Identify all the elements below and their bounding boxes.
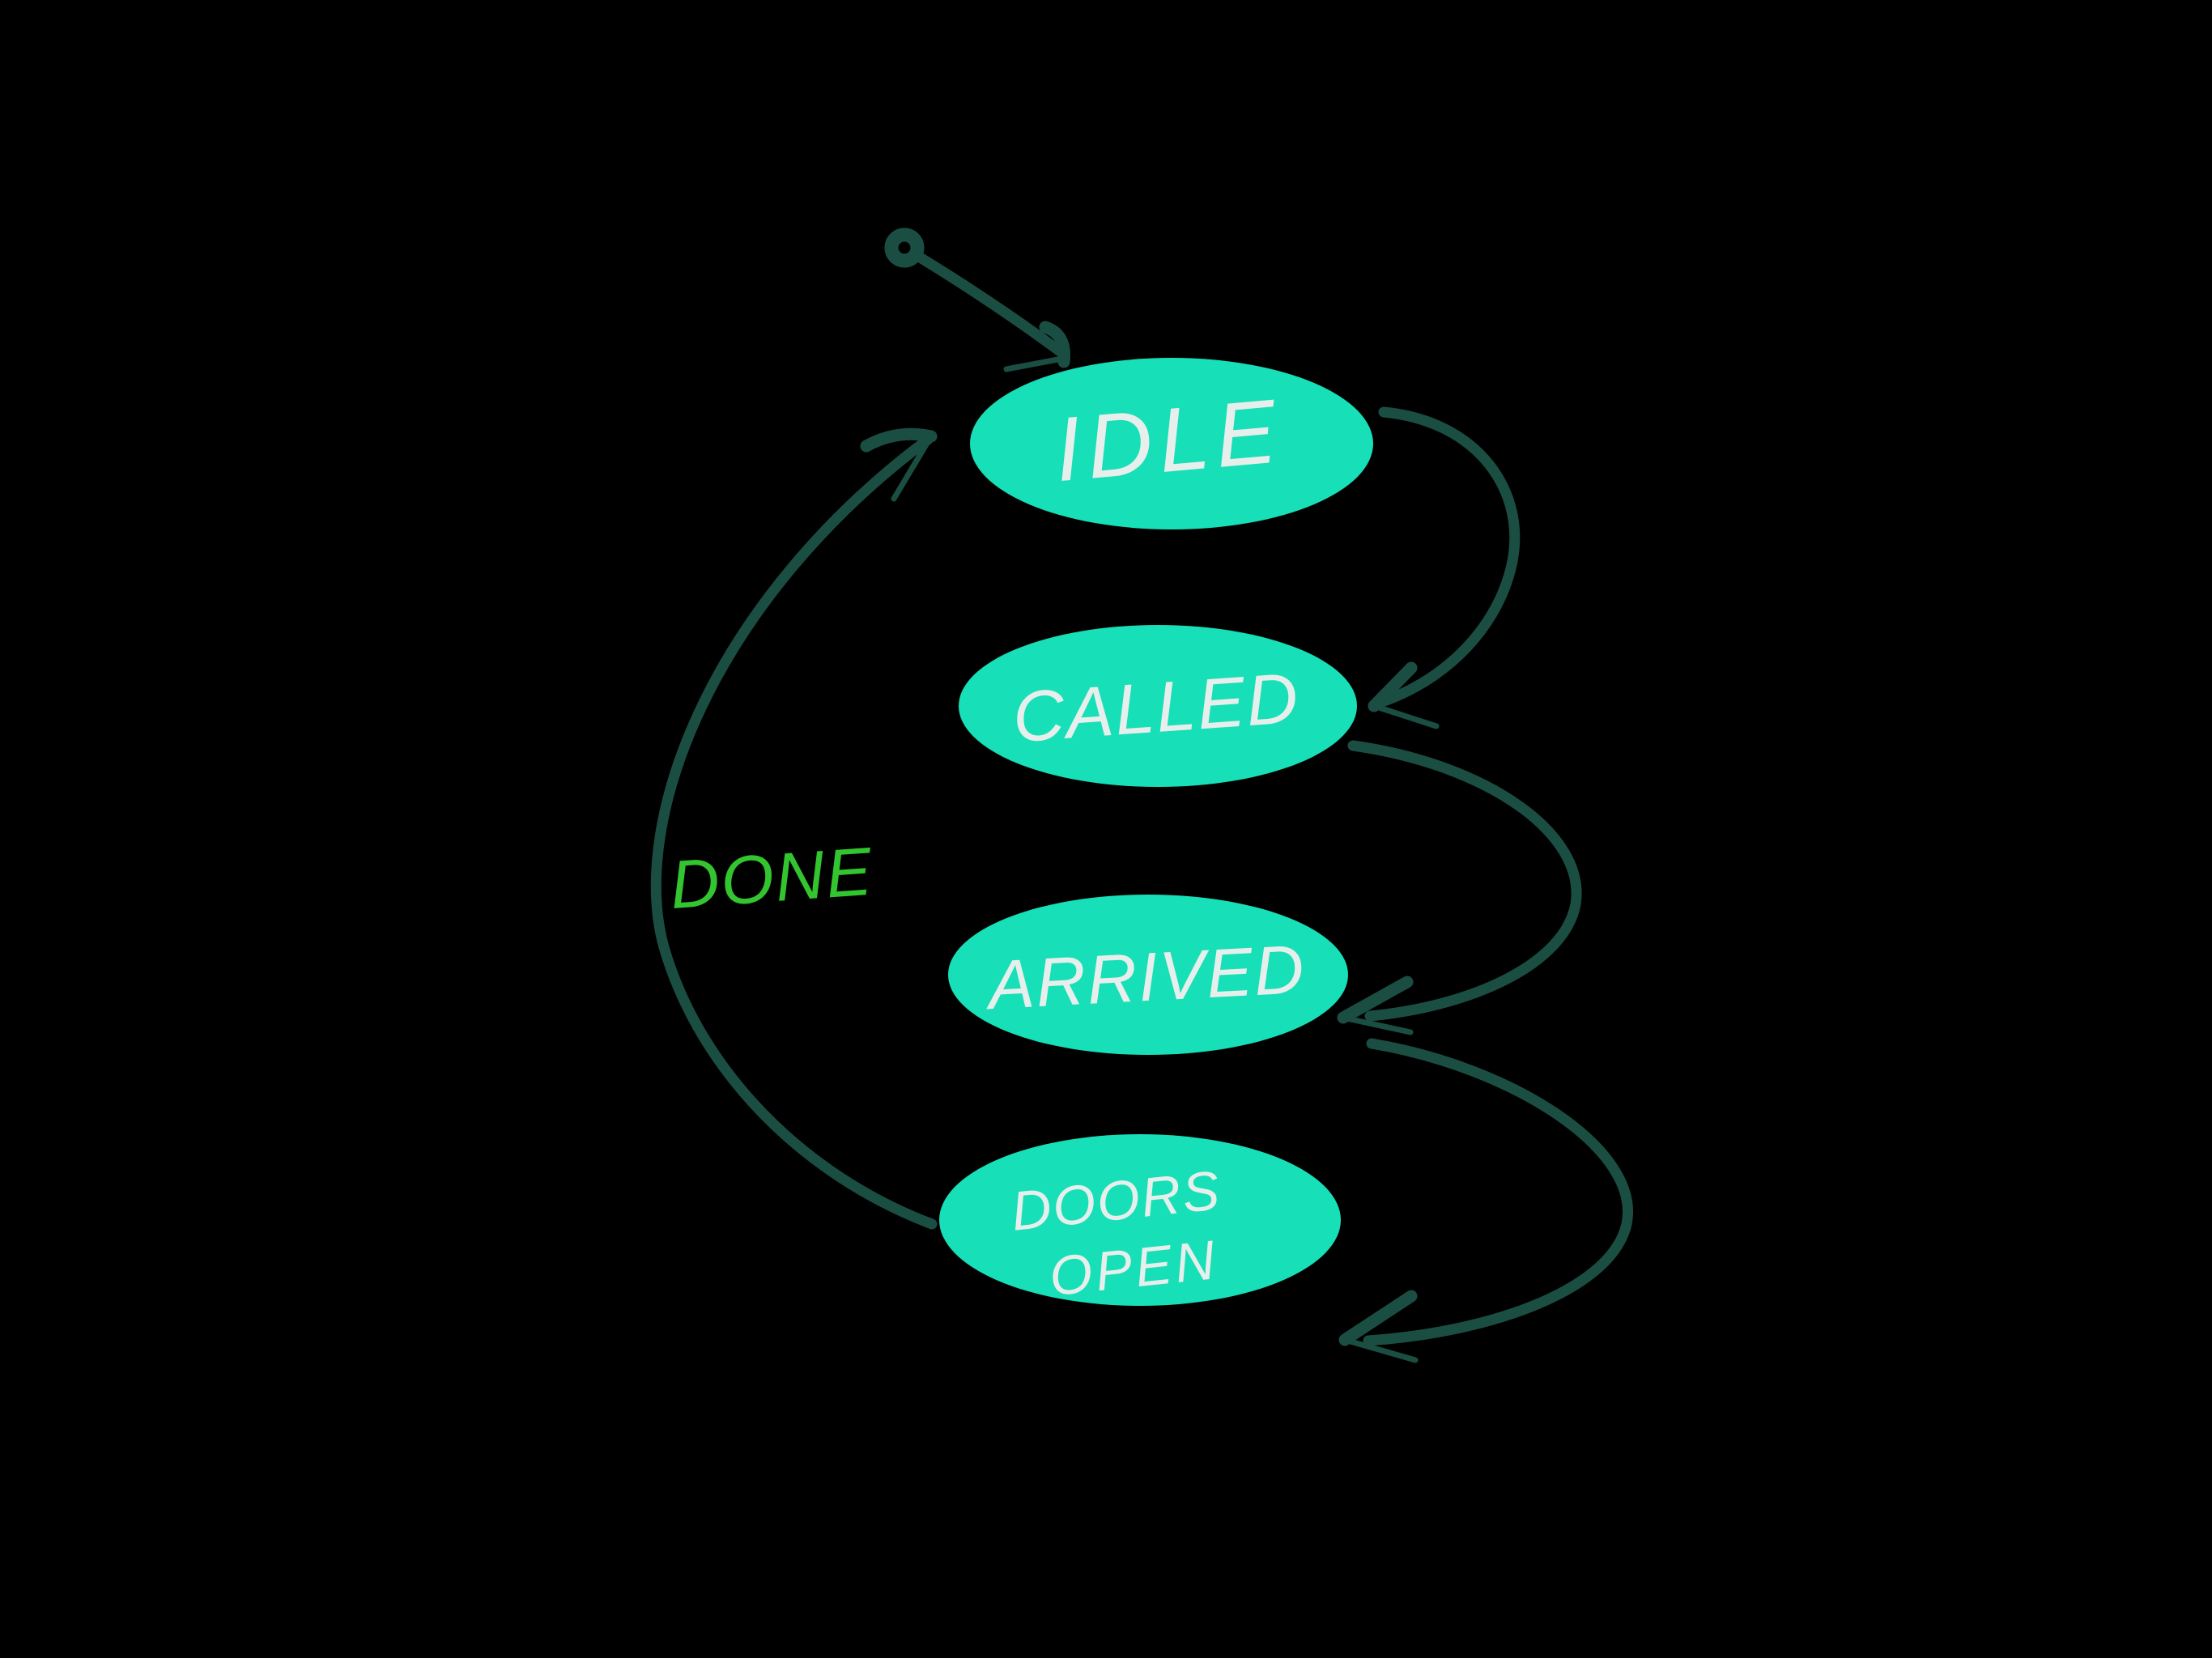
arrowhead-icon [1368,661,1418,712]
arrowhead-barb [891,433,934,502]
transition-label-done: DONE [668,833,876,923]
arrowhead-barb [1340,1014,1414,1035]
edge-path [1374,406,1521,708]
arrowhead-icon [860,427,938,453]
edge-called-to-arrived [1337,740,1582,1035]
arrowhead-barb [1371,703,1440,729]
edge-path [1347,740,1582,1022]
state-ellipse [939,1134,1341,1306]
initial-arrowhead-barb [1003,355,1070,372]
state-node-doors-open: DOORS OPEN [939,1134,1341,1307]
state-label-arrived: ARRIVED [982,931,1307,1025]
state-node-idle: IDLE [970,358,1373,529]
initial-state-dot-icon [884,227,925,268]
state-label-idle: IDLE [1051,380,1287,500]
state-label-called: CALLED [1010,657,1302,757]
edge-doors-open-to-idle: DONE [650,427,938,1230]
state-node-called: CALLED [959,625,1357,787]
edge-arrived-to-doors-open [1338,1038,1633,1363]
edge-idle-to-called [1368,406,1521,729]
initial-state-marker [884,227,1071,372]
edge-path [650,434,938,1230]
initial-arrow-shaft [912,250,1068,359]
state-node-arrived: ARRIVED [948,895,1348,1055]
edge-path [1363,1038,1633,1346]
state-ellipse [959,625,1357,787]
state-ellipse [948,895,1348,1055]
arrowhead-icon [1337,976,1414,1024]
arrowhead-icon [1338,1290,1418,1346]
arrowhead-barb [1342,1337,1419,1363]
state-ellipse [970,358,1373,529]
